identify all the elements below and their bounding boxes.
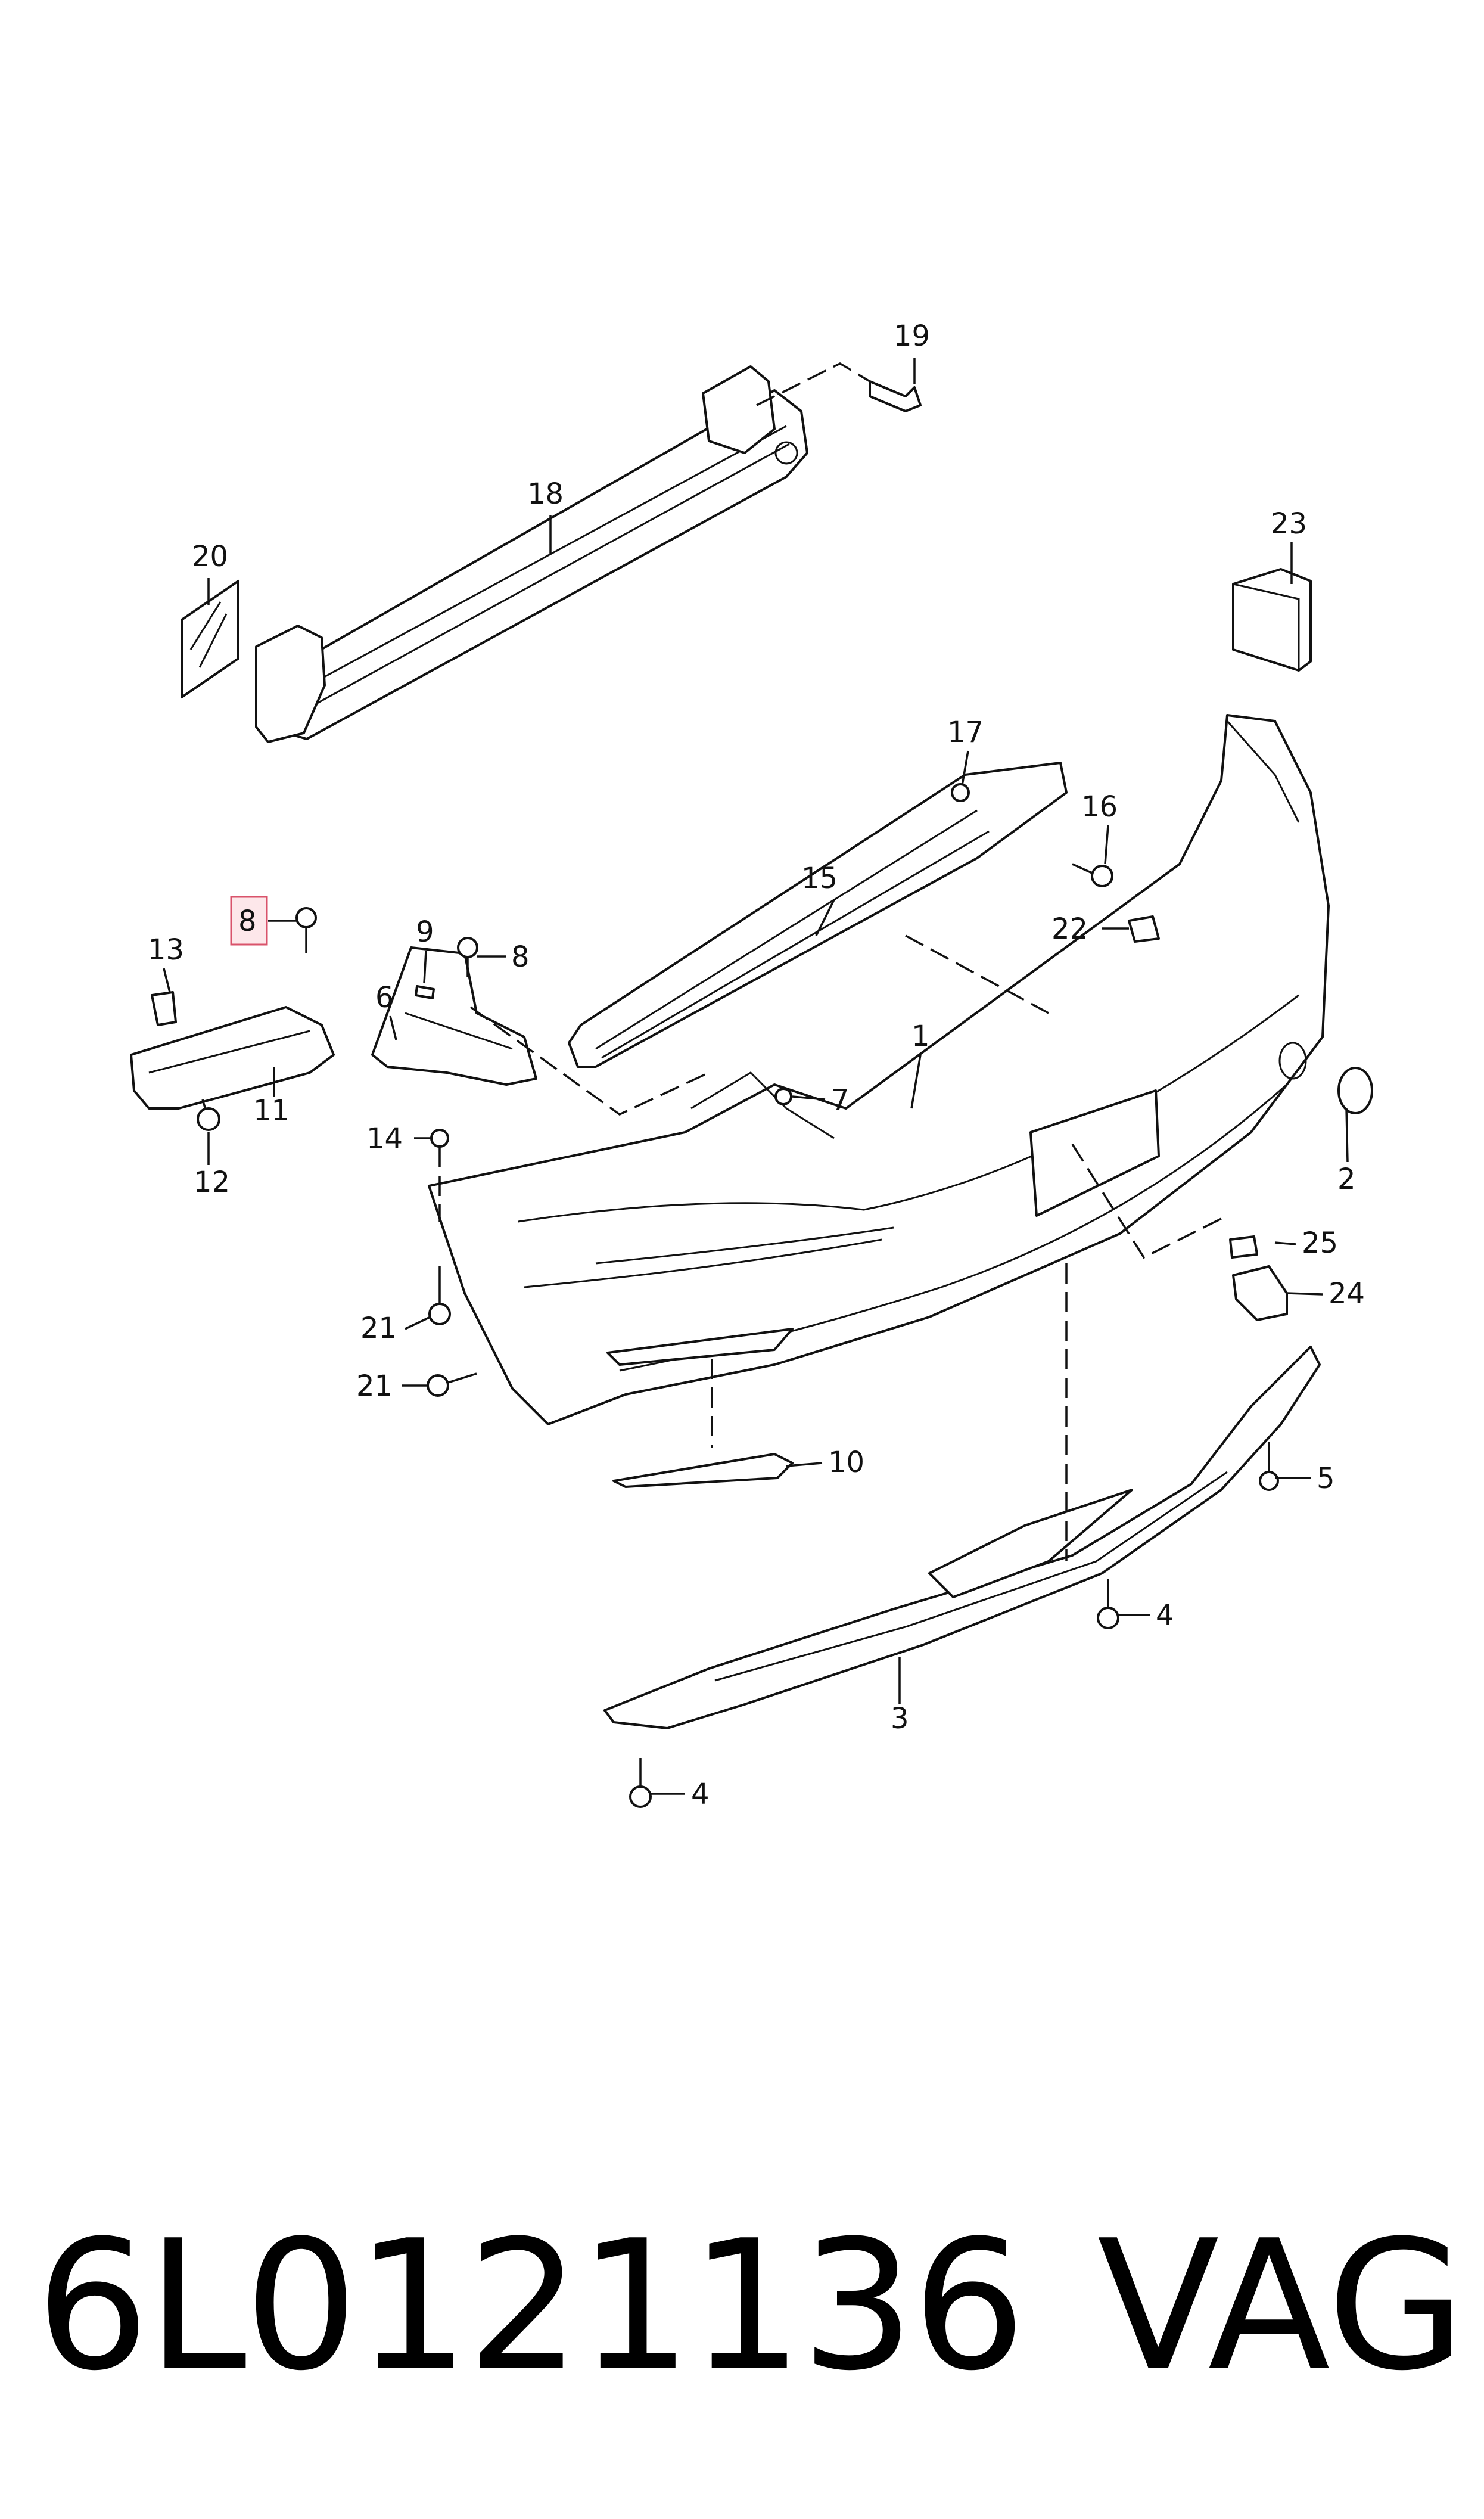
clip-24: [1232, 1265, 1288, 1321]
callout-18: 18: [527, 477, 564, 511]
callout-3: 3: [891, 1702, 909, 1735]
screw-4-right: [1097, 1579, 1119, 1629]
callout-11: 11: [253, 1094, 290, 1128]
callout-4-lower: 4: [691, 1778, 710, 1811]
callout-8-highlighted: 8: [238, 905, 257, 938]
callout-1: 1: [911, 1020, 930, 1053]
callout-16: 16: [1081, 790, 1118, 824]
bolt-16: [1072, 863, 1113, 887]
highlight-box: [230, 896, 268, 946]
leader-lines: [163, 358, 1349, 1795]
clip-17: [951, 783, 970, 802]
callout-22: 22: [1051, 912, 1088, 946]
clip-13: [151, 991, 177, 1026]
callout-5: 5: [1317, 1462, 1335, 1495]
callout-21-upper: 21: [360, 1312, 397, 1345]
clip-25: [1229, 1235, 1258, 1259]
bumper-reinforcement-bar: [255, 365, 808, 743]
callout-8: 8: [511, 940, 530, 974]
footer: 6L0121136 VAG: [24, 2193, 1466, 2443]
adhesive-pad-20: [181, 580, 239, 698]
brand-name: VAG: [1097, 2202, 1466, 2410]
part-number: 6L0121136: [36, 2202, 1026, 2410]
callout-21-lower: 21: [356, 1369, 393, 1403]
callout-20: 20: [192, 540, 228, 573]
callout-9: 9: [416, 915, 434, 949]
callout-7: 7: [831, 1083, 850, 1117]
screw-4-lower: [629, 1758, 652, 1808]
screw-12: [197, 1099, 220, 1131]
callout-labels: 1 2 3 4 4 5 6 7 8 8 9 10 11 12 13 14 15 …: [148, 319, 1365, 1811]
cap-2: [1278, 1042, 1373, 1114]
callout-13: 13: [148, 933, 184, 967]
lower-spoiler-3: [603, 1346, 1321, 1729]
callout-2: 2: [1337, 1163, 1356, 1196]
callout-6: 6: [375, 981, 394, 1014]
dashed-link-24: [1071, 1144, 1228, 1259]
clip-7: [774, 1088, 792, 1105]
bolt-19: [869, 380, 922, 412]
callout-19: 19: [894, 319, 930, 353]
screw-8-upper: [295, 907, 317, 953]
bumper-cover-1: [428, 714, 1330, 1425]
callout-23: 23: [1271, 507, 1307, 541]
side-bracket-6: [371, 946, 537, 1086]
callout-15: 15: [801, 862, 838, 895]
screw-8-right: [457, 937, 478, 977]
callout-4-right: 4: [1156, 1599, 1174, 1632]
screw-9: [415, 985, 435, 999]
callout-12: 12: [194, 1166, 230, 1199]
clip-5: [1259, 1442, 1279, 1491]
clip-nut-22: [1128, 915, 1160, 943]
callout-14: 14: [366, 1122, 403, 1156]
reflector-10: [612, 1453, 794, 1488]
dashed-link-19: [756, 362, 870, 406]
foam-block-23: [1232, 568, 1312, 672]
clip-14: [430, 1129, 449, 1148]
callout-17: 17: [947, 716, 984, 749]
callout-10: 10: [828, 1446, 864, 1479]
screw-21-upper: [428, 1266, 451, 1325]
callout-24: 24: [1329, 1277, 1365, 1310]
side-bracket-11: [130, 1006, 335, 1110]
dashed-link-6: [469, 1006, 710, 1116]
callout-25: 25: [1302, 1226, 1338, 1260]
upper-guide-bracket-15: [568, 762, 1068, 1068]
screw-21-lower: [427, 1372, 477, 1397]
